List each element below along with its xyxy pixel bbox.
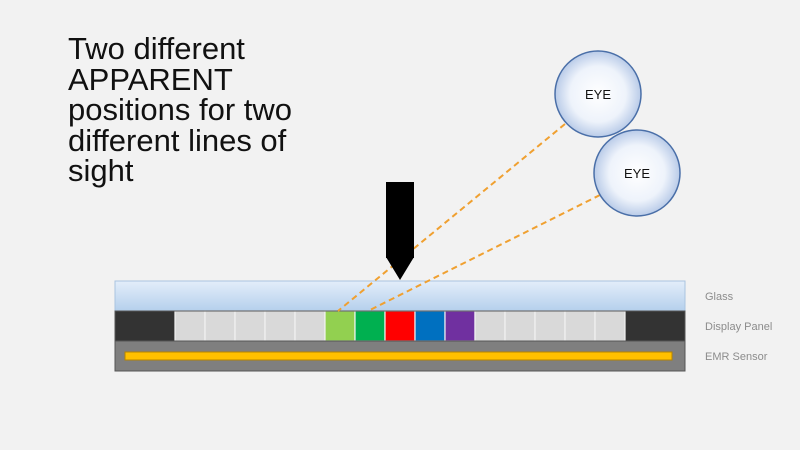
sight-line-upper-eye bbox=[337, 123, 566, 312]
display-panel bbox=[114, 310, 686, 342]
display-pixel bbox=[504, 310, 536, 342]
emr-sensor-label: EMR Sensor bbox=[705, 351, 768, 363]
glass-label: Glass bbox=[705, 291, 734, 303]
pen-tip bbox=[386, 257, 414, 280]
display-pixel bbox=[354, 310, 386, 342]
display-pixel bbox=[324, 310, 356, 342]
display-pixel bbox=[294, 310, 326, 342]
display-pixel bbox=[564, 310, 596, 342]
panel-left-bezel bbox=[115, 311, 175, 341]
display-pixel bbox=[384, 310, 416, 342]
eye-upper-label: EYE bbox=[585, 87, 611, 102]
emr-sensor bbox=[114, 340, 686, 372]
emr-sensor-bar bbox=[124, 351, 673, 361]
eye-lower-label: EYE bbox=[624, 166, 650, 181]
display-pixel bbox=[234, 310, 266, 342]
display-pixel bbox=[414, 310, 446, 342]
display-panel-label: Display Panel bbox=[705, 321, 772, 333]
display-pixel bbox=[264, 310, 296, 342]
eye-lower-circle bbox=[593, 129, 681, 217]
eye-upper: EYE bbox=[554, 50, 642, 138]
eye-upper-circle bbox=[554, 50, 642, 138]
pen-shaft bbox=[386, 182, 414, 258]
sight-line-lower-eye bbox=[367, 194, 601, 312]
eye-lower: EYE bbox=[593, 129, 681, 217]
slide-title: Two different APPARENT positions for two… bbox=[68, 31, 292, 188]
display-pixel bbox=[594, 310, 626, 342]
display-pixel bbox=[444, 310, 476, 342]
display-pixel bbox=[204, 310, 236, 342]
pixel-row bbox=[174, 310, 626, 342]
pen-stylus bbox=[386, 182, 414, 280]
display-pixel bbox=[174, 310, 206, 342]
panel-right-bezel bbox=[625, 311, 685, 341]
display-pixel bbox=[534, 310, 566, 342]
display-pixel bbox=[474, 310, 506, 342]
